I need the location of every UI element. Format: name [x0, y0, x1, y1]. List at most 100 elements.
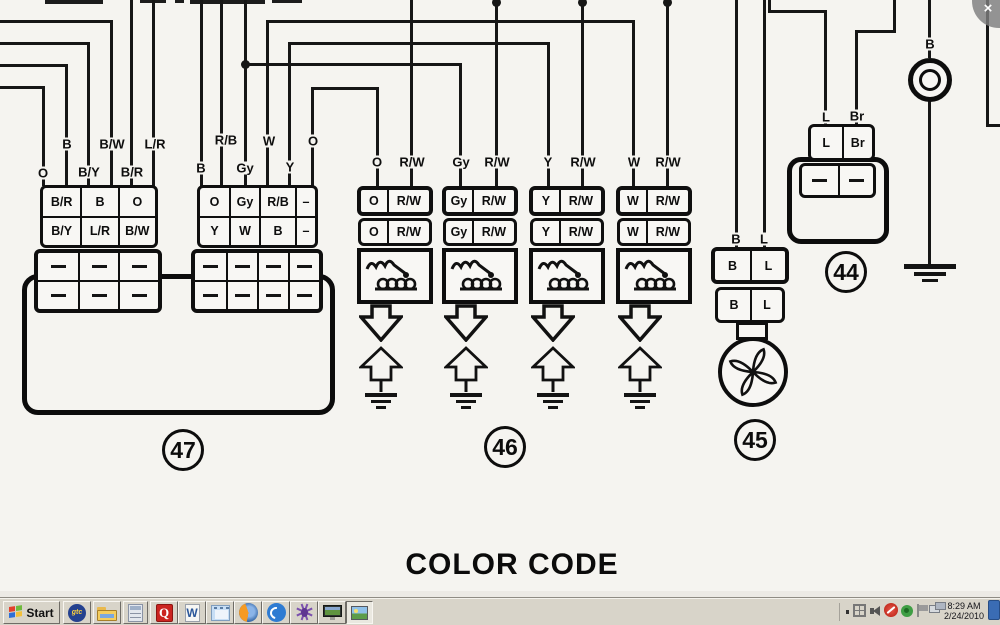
wire	[130, 0, 133, 186]
quicklaunch-folder[interactable]	[93, 601, 121, 624]
active-task-image-viewer[interactable]	[346, 601, 373, 624]
ground-symbol	[922, 279, 938, 282]
connector-cell: R/W	[386, 190, 429, 212]
grid-line	[855, 610, 864, 611]
swirl	[886, 606, 896, 614]
component-number-46: 46	[484, 426, 526, 468]
connector-cell: R/W	[645, 221, 688, 243]
overlay-close-button[interactable]: ×	[972, 0, 1000, 28]
leaf-dot	[904, 608, 909, 613]
clock-time: 8:29 AM	[947, 601, 981, 611]
print-artifact	[175, 0, 184, 3]
quicklaunch-display[interactable]	[318, 601, 346, 624]
wire	[0, 64, 68, 67]
wire	[928, 0, 931, 58]
wire-label: Y	[283, 159, 297, 175]
ground-symbol	[371, 400, 391, 403]
spark-output-arrow	[444, 304, 488, 342]
quicklaunch-notepad[interactable]	[206, 601, 234, 624]
tray-dot-icon[interactable]	[846, 610, 849, 614]
sun-dot	[354, 608, 358, 613]
start-button[interactable]: Start	[3, 601, 60, 624]
wire-label: B/W	[97, 136, 127, 152]
wire	[65, 64, 68, 186]
wire	[735, 0, 738, 248]
connector-cell: O	[369, 225, 379, 239]
wire	[855, 30, 896, 33]
quicklaunch-word[interactable]: W	[178, 601, 206, 624]
wire	[244, 0, 247, 186]
close-icon: ×	[983, 0, 993, 17]
pin-dash	[203, 265, 218, 268]
pin-dash	[848, 179, 864, 182]
flag-yellow	[16, 611, 23, 617]
thunderbird-bird	[267, 604, 285, 621]
wire-label: L	[758, 231, 770, 247]
flag-icon[interactable]	[917, 604, 929, 618]
connector-cell: L	[822, 135, 831, 150]
junction-dot	[578, 0, 587, 7]
junction-dot	[492, 0, 501, 7]
wire	[495, 0, 498, 188]
ground-arrow	[359, 346, 403, 392]
quicklaunch-firefox[interactable]	[234, 601, 262, 624]
spider-icon	[295, 603, 314, 622]
wire-label: B	[729, 231, 743, 247]
connector-pin	[288, 280, 319, 309]
wire	[855, 30, 858, 124]
ground-arrow	[531, 346, 575, 392]
quicklaunch-quicken[interactable]: Q	[150, 601, 178, 624]
wire	[0, 42, 90, 45]
calc-line	[130, 616, 141, 618]
connector-cell: R/W	[645, 190, 688, 212]
network-icon[interactable]	[929, 602, 946, 615]
wire	[666, 0, 669, 188]
fan-blade-icon	[728, 347, 778, 397]
wire	[200, 0, 203, 186]
quicklaunch-thunderbird[interactable]	[262, 601, 290, 624]
tray-blue-icon[interactable]	[988, 600, 1000, 620]
quicklaunch-calculator[interactable]	[123, 601, 148, 624]
connector-cell: –	[295, 215, 315, 245]
ground-arrow	[444, 346, 488, 392]
connector-cell: Gy	[450, 194, 468, 208]
monitor-icon	[322, 604, 342, 621]
flag-cloth	[919, 605, 928, 611]
coil-connector: W R/W	[616, 186, 692, 216]
connector-cell: B	[727, 258, 738, 273]
connector-cell: B	[80, 188, 117, 216]
wire	[87, 42, 90, 186]
wire-label: W	[260, 133, 278, 149]
tray-clock[interactable]: 8:29 AM 2/24/2010	[941, 601, 987, 621]
wire	[0, 20, 113, 23]
relay-connector: L Br	[808, 124, 875, 161]
connector-pin	[38, 253, 78, 280]
wire-label: B	[60, 136, 74, 152]
connector-cell: O	[117, 188, 155, 216]
pin-block-47-left	[34, 249, 162, 313]
quicklaunch-gtc[interactable]: gtc	[63, 601, 91, 624]
antivirus-icon[interactable]	[884, 603, 898, 617]
ground-symbol	[548, 406, 558, 409]
wire	[311, 87, 379, 90]
quicklaunch-webshots[interactable]	[290, 601, 318, 624]
ignition-coil	[357, 248, 433, 304]
ignition-coil	[529, 248, 605, 304]
wire	[110, 20, 113, 186]
notepad-page	[214, 609, 228, 619]
calculator-icon	[128, 603, 143, 622]
windows-logo-icon	[9, 605, 23, 620]
ground-symbol	[537, 393, 569, 397]
wire-label: R/B	[212, 132, 240, 148]
connector-pin	[802, 166, 838, 195]
tray-window-icon[interactable]	[853, 604, 866, 617]
wire-label: Y	[541, 154, 555, 170]
connector-cell: R/W	[558, 190, 601, 212]
notepad-spiral	[225, 606, 229, 609]
pin-dash	[203, 294, 218, 297]
green-utility-icon[interactable]	[901, 605, 913, 617]
pin-dash	[297, 265, 312, 268]
connector-pin	[195, 280, 226, 309]
connector-cell: B	[259, 215, 295, 245]
connector-cell: O	[369, 194, 379, 208]
